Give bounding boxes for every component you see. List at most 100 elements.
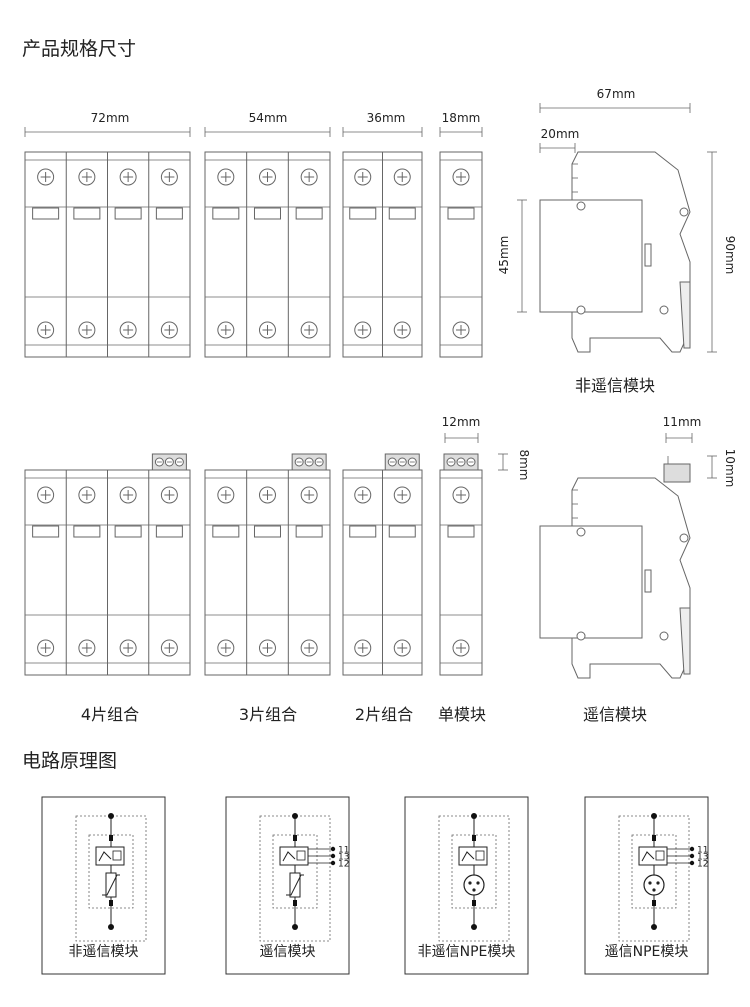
dim-label-54mm: 54mm [249,111,288,125]
indicator-symbol [475,850,485,861]
remote-terminal-label: 12 [338,860,349,870]
remote-terminal-label: 11 [697,846,708,856]
status-window [32,207,60,220]
side-indicator-slot [644,569,652,593]
status-window [253,525,281,538]
side-indicator-slot [644,243,652,267]
thermal-disconnector-icon [638,846,668,866]
caption-side-non-remote: 非遥信模块 [575,376,655,395]
terminal-node-icon [108,924,114,930]
gdt-dot [468,881,472,885]
remote-terminal-icon [330,853,336,859]
module-group [24,469,191,676]
thermal-disconnector-icon [95,846,125,866]
status-window [73,525,101,538]
indicator-symbol [296,850,306,861]
schematic-label: 非遥信NPE模块 [418,944,516,960]
varistor-slash [102,874,120,896]
thermal-disconnector-icon [458,846,488,866]
dim-label-20mm: 20mm [541,127,580,141]
schematic-frame [41,796,166,975]
status-window [155,207,183,220]
dimensions-section-title: 产品规格尺寸 [22,38,136,60]
dim-label-90mm: 90mm [723,236,737,275]
remote-connector-icon [384,453,420,471]
module-group [204,469,331,676]
thermal-disconnector-icon [279,846,309,866]
dim-label-11mm: 11mm [663,415,702,429]
module-group [439,151,483,358]
remote-terminal-icon [689,860,695,866]
gdt-dot [648,881,652,885]
terminal-node-icon [108,813,114,819]
remote-terminal-icon [330,860,336,866]
schematic-label: 遥信NPE模块 [605,944,689,960]
side-view-non-remote [517,103,717,353]
switch-symbol [641,851,655,862]
schematic-frame [225,796,350,975]
remote-terminal-label: 13 [338,853,349,863]
fuse-marker [109,900,113,906]
status-window [447,207,475,220]
status-window [212,207,240,220]
remote-connector-icon [291,453,327,471]
schematic-label: 遥信模块 [260,944,316,960]
side-front-face [539,525,643,639]
fuse-marker [472,900,476,906]
side-rivet [576,201,586,211]
fuse-marker [293,900,297,906]
side-rivet [679,207,689,217]
module-group [204,151,331,358]
remote-terminal-label: 13 [697,853,708,863]
fuse-marker [652,835,656,841]
switch-symbol [461,851,475,862]
varistor-slash [286,874,304,896]
dim-label-72mm: 72mm [91,111,130,125]
dim-label-45mm: 45mm [497,236,511,275]
terminal-node-icon [651,924,657,930]
status-window [295,525,323,538]
status-window [73,207,101,220]
side-rivet [659,305,669,315]
status-window [114,525,142,538]
caption-combo-2: 2片组合 [355,705,413,724]
module-group-row-remote [24,433,508,676]
gas-discharge-tube-icon [463,874,485,896]
module-group-row-non-remote [24,151,483,358]
side-rivet [576,631,586,641]
status-window [388,525,416,538]
gdt-dot [476,881,480,885]
schematic-label: 非遥信模块 [69,944,139,960]
status-window [155,525,183,538]
fuse-marker [293,835,297,841]
status-window [212,525,240,538]
status-window [388,207,416,220]
status-window [253,207,281,220]
side-rivet [679,533,689,543]
caption-side-remote: 遥信模块 [583,705,647,724]
schematic-outer-boundary [438,815,510,942]
remote-connector-icon [151,453,187,471]
schematic-outer-boundary [259,815,331,942]
gdt-dot [652,888,656,892]
module-group [342,469,423,676]
dim-label-10mm: 10mm [723,449,737,488]
gdt-dot [656,881,660,885]
side-front-face [539,199,643,313]
caption-single: 单模块 [438,705,486,724]
dim-label-36mm: 36mm [367,111,406,125]
side-rivet [659,631,669,641]
remote-terminal-icon [330,846,336,852]
terminal-node-icon [471,924,477,930]
gdt-dot [472,888,476,892]
status-window [295,207,323,220]
remote-terminal-label: 11 [338,846,349,856]
terminal-node-icon [292,813,298,819]
varistor-icon [105,872,117,898]
remote-connector-icon [443,453,479,471]
status-window [349,525,377,538]
caption-combo-3: 3片组合 [239,705,297,724]
